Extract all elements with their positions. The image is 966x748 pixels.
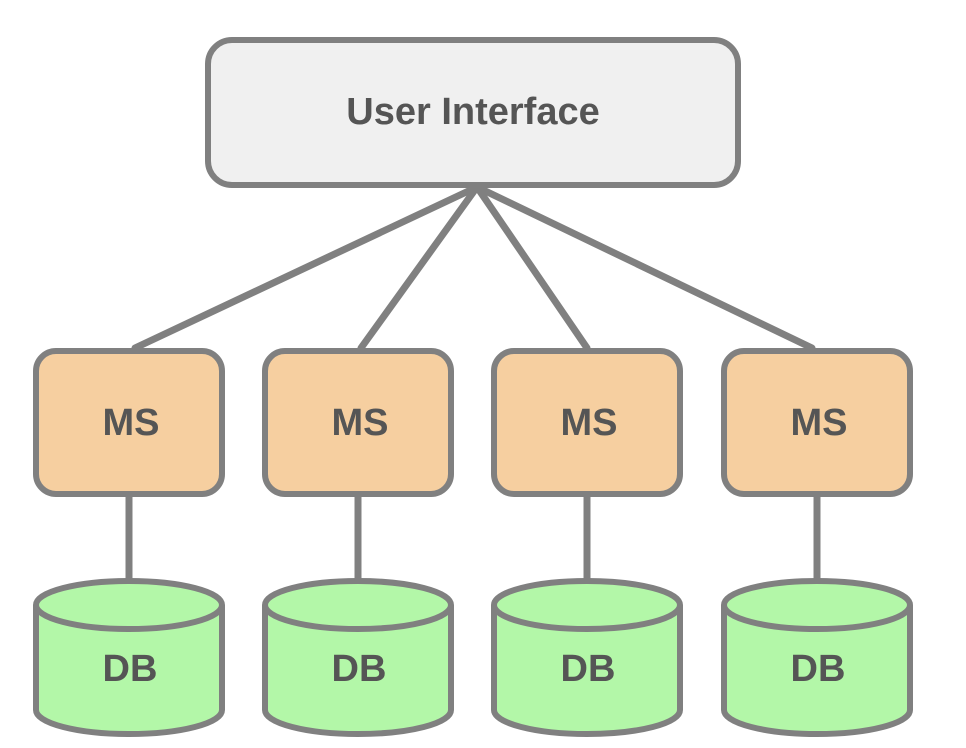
connector-ui-ms-3 (473, 183, 591, 352)
database-node: DB (721, 578, 913, 737)
database-cylinder-top (33, 578, 225, 632)
microservice-box (262, 348, 454, 497)
microservice-label: MS (103, 402, 160, 444)
microservice-label: MS (332, 402, 389, 444)
microservice-label: MS (791, 402, 848, 444)
microservice-node: MS (262, 348, 454, 497)
connector-ui-ms-2 (357, 183, 481, 352)
database-cylinder-body (262, 605, 454, 737)
user-interface-label: User Interface (346, 91, 599, 133)
connector-ui-ms-4 (473, 183, 816, 352)
database-node: DB (262, 578, 454, 737)
database-cylinder-top (262, 578, 454, 632)
microservice-box (721, 348, 913, 497)
connector-ui-ms-1 (131, 183, 481, 352)
user-interface-node: User Interface (205, 37, 741, 188)
database-node: DB (33, 578, 225, 737)
microservice-label: MS (561, 402, 618, 444)
microservice-node: MS (33, 348, 225, 497)
database-label: DB (103, 648, 158, 690)
microservice-box (491, 348, 683, 497)
microservice-node: MS (491, 348, 683, 497)
database-cylinder-body (491, 605, 683, 737)
database-cylinder-top (491, 578, 683, 632)
user-interface-box (205, 37, 741, 188)
database-cylinder-body (721, 605, 913, 737)
ui-connectors (131, 183, 816, 352)
database-cylinder-top (721, 578, 913, 632)
microservice-node: MS (721, 348, 913, 497)
db-connectors (125, 490, 821, 586)
database-label: DB (791, 648, 846, 690)
database-label: DB (332, 648, 387, 690)
database-cylinder-body (33, 605, 225, 737)
database-label: DB (561, 648, 616, 690)
microservice-box (33, 348, 225, 497)
database-node: DB (491, 578, 683, 737)
